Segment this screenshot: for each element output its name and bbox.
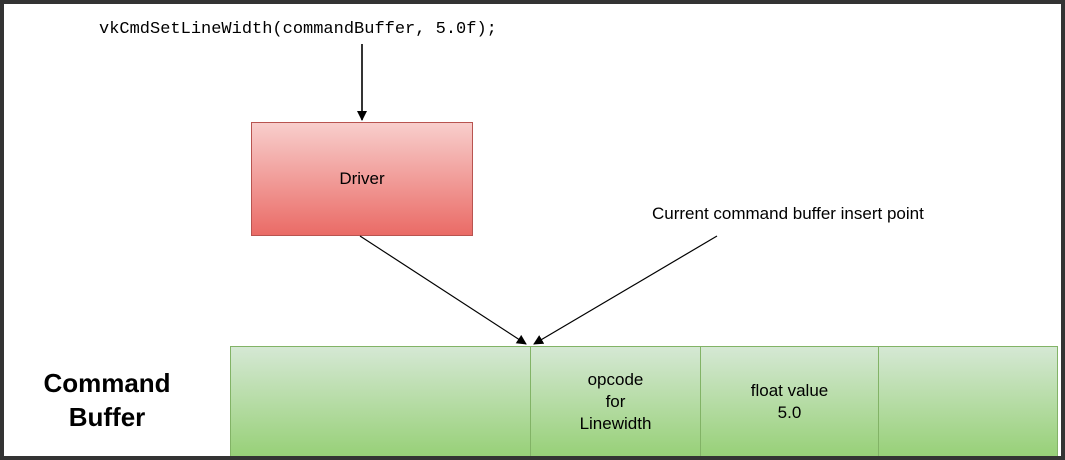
command-buffer: opcode for Linewidth float value 5.0 — [230, 346, 1058, 456]
buffer-cell-opcode: opcode for Linewidth — [530, 346, 701, 456]
buffer-cell-empty-previous — [230, 346, 531, 456]
driver-label: Driver — [339, 169, 385, 188]
buffer-cell-float-value: float value 5.0 — [700, 346, 879, 456]
diagram-canvas: vkCmdSetLineWidth(commandBuffer, 5.0f); … — [4, 4, 1061, 456]
arrow-insert-point — [533, 235, 718, 345]
driver-box: Driver — [251, 122, 473, 236]
insert-point-label: Current command buffer insert point — [652, 204, 924, 223]
arrow-driver-to-buffer — [359, 235, 527, 345]
api-call-text: vkCmdSetLineWidth(commandBuffer, 5.0f); — [99, 20, 497, 39]
buffer-cell-empty-next — [878, 346, 1058, 456]
